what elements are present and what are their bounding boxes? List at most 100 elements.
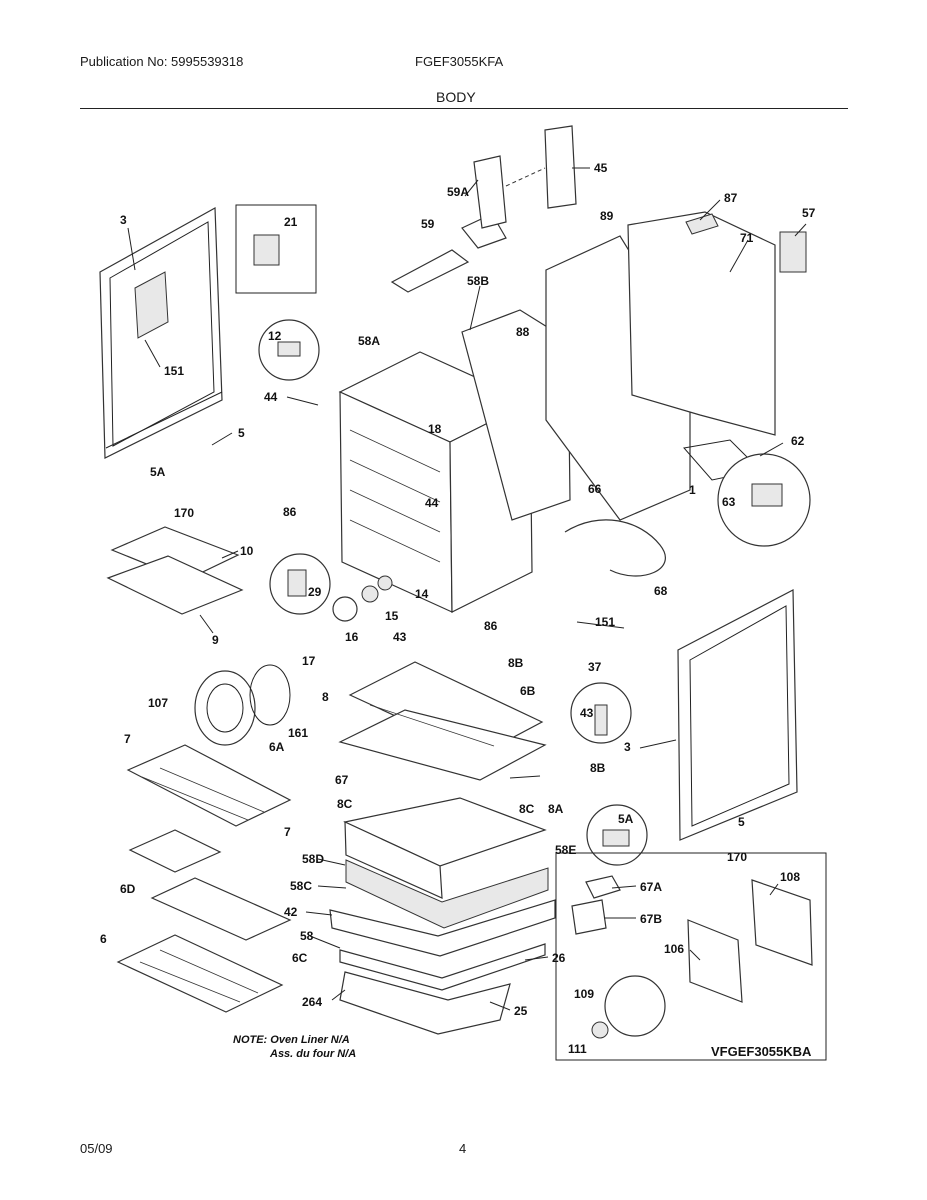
callout-111: 111 <box>568 1042 587 1056</box>
callout-3b: 3 <box>624 740 631 754</box>
part-drawer <box>329 797 556 1035</box>
part-door-right <box>677 589 798 841</box>
callout-67B: 67B <box>640 912 662 926</box>
callout-58A: 58A <box>358 334 380 348</box>
callout-6: 6 <box>100 932 107 946</box>
callout-21: 21 <box>284 215 298 229</box>
part-rack-6A <box>126 744 292 827</box>
callout-43: 43 <box>393 630 407 644</box>
callout-63: 63 <box>722 495 736 509</box>
callout-151b: 151 <box>595 615 615 629</box>
callout-8: 8 <box>322 690 329 704</box>
callout-58B: 58B <box>467 274 489 288</box>
part-fan-cover <box>194 664 291 746</box>
leader-lines <box>127 167 807 1011</box>
kit-label: VFGEF3055KBA <box>711 1044 812 1059</box>
callout-6C: 6C <box>292 951 308 965</box>
callout-10: 10 <box>240 544 254 558</box>
note-line-2: Ass. du four N/A <box>269 1048 356 1060</box>
callout-87: 87 <box>724 191 738 205</box>
callout-8C: 8C <box>337 797 353 811</box>
callout-264: 264 <box>302 995 322 1009</box>
callout-17: 17 <box>302 654 316 668</box>
callout-43b: 43 <box>580 706 594 720</box>
callout-3: 3 <box>120 213 127 227</box>
callout-12: 12 <box>268 329 282 343</box>
callout-37: 37 <box>588 660 602 674</box>
convection-kit-box <box>555 852 827 1061</box>
callout-106: 106 <box>664 942 684 956</box>
callout-161: 161 <box>288 726 308 740</box>
callout-6D: 6D <box>120 882 136 896</box>
part-oven-cavity <box>338 351 533 613</box>
part-rack-6B <box>338 661 547 781</box>
callout-62: 62 <box>791 434 805 448</box>
callout-170: 170 <box>174 506 194 520</box>
header-rule <box>80 108 848 109</box>
part-67 <box>571 875 621 935</box>
footer-date: 05/09 <box>80 1141 113 1156</box>
part-lamp <box>332 575 393 622</box>
callout-109: 109 <box>574 987 594 1001</box>
callout-58: 58 <box>300 929 314 943</box>
callout-58C: 58C <box>290 879 312 893</box>
footer-page-number: 4 <box>459 1141 467 1156</box>
callout-88: 88 <box>516 325 530 339</box>
callout-7: 7 <box>124 732 131 746</box>
callout-7b: 7 <box>284 825 291 839</box>
callout-71: 71 <box>740 231 754 245</box>
callout-66: 66 <box>588 482 602 496</box>
callout-59A: 59A <box>447 185 469 199</box>
callout-8Cb: 8C <box>519 802 535 816</box>
part-broil-pan <box>106 526 244 615</box>
callout-25: 25 <box>514 1004 528 1018</box>
part-bake-element <box>564 439 762 577</box>
callout-86: 86 <box>283 505 297 519</box>
callout-6B: 6B <box>520 684 536 698</box>
callout-57: 57 <box>802 206 816 220</box>
callout-42: 42 <box>284 905 298 919</box>
note-line-1: NOTE: Oven Liner N/A <box>233 1034 350 1046</box>
part-box-21 <box>235 204 317 294</box>
callout-86b: 86 <box>484 619 498 633</box>
part-racks-lower <box>116 829 292 1013</box>
callout-58E: 58E <box>555 843 576 857</box>
callout-15: 15 <box>385 609 399 623</box>
callout-44b: 44 <box>425 496 439 510</box>
callout-16: 16 <box>345 630 359 644</box>
callout-5Ab: 5A <box>618 812 634 826</box>
callout-1: 1 <box>689 483 696 497</box>
part-vent-59 <box>390 125 577 293</box>
part-circle-29 <box>269 553 331 615</box>
callout-170b: 170 <box>727 850 747 864</box>
publication-number: Publication No: 5995539318 <box>80 54 244 69</box>
callout-29: 29 <box>308 585 322 599</box>
callout-59: 59 <box>421 217 435 231</box>
callout-68: 68 <box>654 584 668 598</box>
model-number: FGEF3055KFA <box>415 54 504 69</box>
callout-58D: 58D <box>302 852 324 866</box>
callout-45: 45 <box>594 161 608 175</box>
callout-9: 9 <box>212 633 219 647</box>
part-circle-5A <box>586 804 648 866</box>
callout-5: 5 <box>238 426 245 440</box>
callout-6A: 6A <box>269 740 285 754</box>
callout-89: 89 <box>600 209 614 223</box>
callout-67: 67 <box>335 773 349 787</box>
part-circle-12 <box>258 319 320 381</box>
callout-8Bb: 8B <box>590 761 606 775</box>
callout-108: 108 <box>780 870 800 884</box>
callout-8A: 8A <box>548 802 564 816</box>
callout-107: 107 <box>148 696 168 710</box>
part-door-left <box>99 206 223 459</box>
callout-151: 151 <box>164 364 184 378</box>
callout-8B: 8B <box>508 656 524 670</box>
callout-67A: 67A <box>640 880 662 894</box>
section-title: BODY <box>436 89 476 105</box>
callout-5b: 5 <box>738 815 745 829</box>
callout-44: 44 <box>264 390 278 404</box>
callout-5A: 5A <box>150 465 166 479</box>
callout-26: 26 <box>552 951 566 965</box>
part-back-cover-71 <box>627 211 807 436</box>
